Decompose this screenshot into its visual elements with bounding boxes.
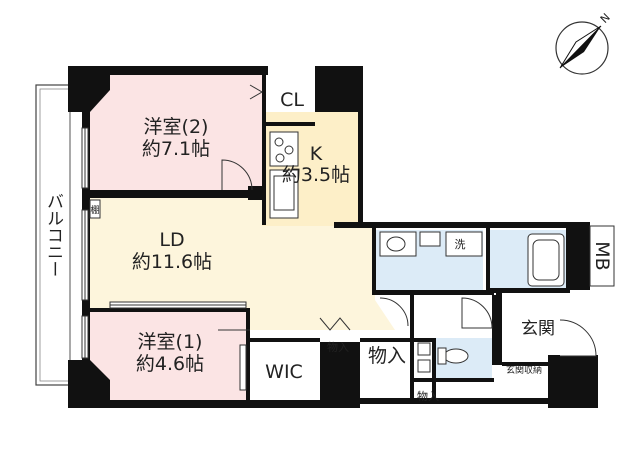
storage-ld-label: 物入 <box>327 340 349 354</box>
washing-machine-icon <box>445 231 483 257</box>
western-room-1-name: 洋室(1) <box>138 331 203 353</box>
windows <box>81 127 247 391</box>
storage-bifold-door <box>319 317 351 331</box>
room-2-door <box>221 159 253 191</box>
toilet-icon <box>443 348 469 364</box>
stove-icon <box>269 131 299 167</box>
shelf-label: 棚 <box>90 204 99 216</box>
balcony-label: バルコニー <box>43 193 63 278</box>
closet-label: CL <box>280 89 304 111</box>
wic-label: WIC <box>265 361 303 383</box>
doors <box>218 84 597 357</box>
room-labels: 洋室(2) 約7.1帖 CL K 約3.5帖 LD 約11.6帖 洋室(1) 約… <box>90 89 555 403</box>
western-room-2-area <box>90 75 262 190</box>
washroom-label: 洗 <box>455 238 466 251</box>
storage-hall-label: 物入 <box>368 345 406 367</box>
hall-door <box>379 297 409 327</box>
entrance-door <box>559 319 597 357</box>
western-room-2-area-label: 約7.1帖 <box>142 138 210 160</box>
balcony: バルコニー <box>35 84 71 386</box>
entrance-storage-label: 玄関収納 <box>506 364 542 376</box>
ld-area <box>90 198 395 330</box>
ld-name: LD <box>159 229 184 251</box>
western-room-1-area-label: 約4.6帖 <box>136 353 204 375</box>
ld-area-label: 約11.6帖 <box>132 251 212 273</box>
toilet-door <box>461 297 493 329</box>
western-room-1-area <box>90 312 246 400</box>
meter-box-label: MB <box>591 241 613 270</box>
wic-area <box>250 342 320 400</box>
closet-door <box>249 84 263 100</box>
western-room-2-name: 洋室(2) <box>144 116 209 138</box>
compass: N <box>555 11 613 75</box>
kitchen-name: K <box>310 143 323 165</box>
compass-north-label: N <box>598 11 613 26</box>
meter-box: MB <box>589 225 615 287</box>
entrance-label: 玄関 <box>521 319 555 339</box>
fixtures <box>89 131 565 373</box>
kitchen-area-label: 約3.5帖 <box>282 164 350 186</box>
storage-bottom-label: 物入 <box>417 389 439 403</box>
